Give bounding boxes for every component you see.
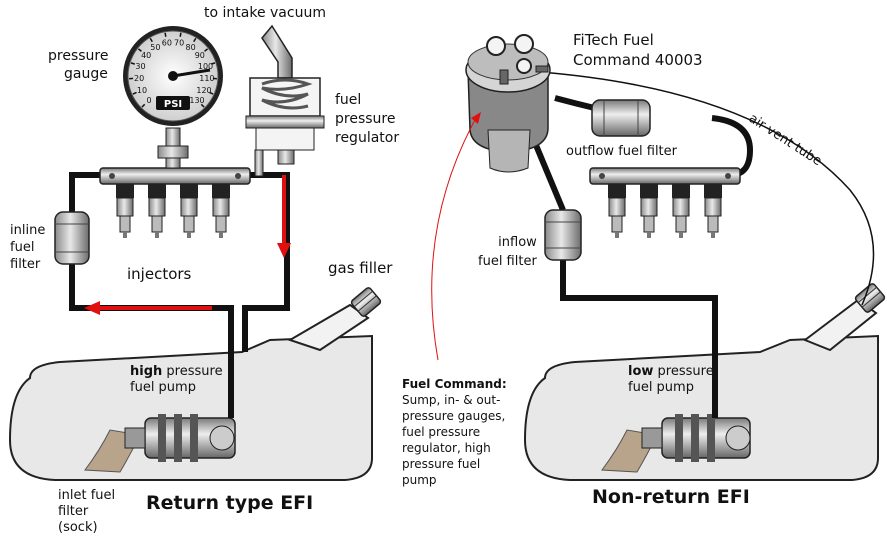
gauge-tick-mark: [137, 48, 142, 52]
fuel-command-pointer: [431, 117, 477, 361]
title-return-efi: Return type EFI: [146, 492, 314, 514]
label-fc-line1: Sump, in- & out-: [402, 393, 501, 407]
fuel-rail-left: [99, 167, 251, 185]
label-inline-line2: fuel: [10, 240, 35, 255]
gauge-tick-mark: [130, 62, 136, 65]
gauge-tick-20: 20: [134, 74, 144, 83]
label-fc-line4: regulator, high: [402, 441, 491, 455]
gauge-tick-90: 90: [195, 51, 205, 60]
label-outflow-fuel-filter: outflow fuel filter: [566, 144, 677, 159]
label-inlet-fuel-filter: inlet fuel filter (sock): [58, 488, 115, 536]
gauge-tick-30: 30: [135, 62, 145, 71]
gauge-tick-mark: [210, 62, 216, 65]
gauge-unit-label: PSI: [164, 99, 182, 110]
fitech-fuel-command-unit: [465, 34, 551, 173]
gauge-tick-110: 110: [199, 74, 214, 83]
label-fuel-command-note: Fuel Command: Sump, in- & out- pressure …: [402, 376, 507, 488]
gas-filler-neck-right: [802, 298, 878, 352]
label-low-pressure-line2: fuel pump: [628, 380, 694, 395]
label-inflow-fuel-filter: inflow fuel filter: [478, 233, 537, 271]
gauge-tick-0: 0: [146, 96, 151, 105]
title-non-return-efi: Non-return EFI: [592, 486, 750, 508]
gauge-tick-130: 130: [189, 96, 204, 105]
label-high-pressure-rest: pressure: [162, 364, 223, 379]
label-inlet-line1: inlet fuel: [58, 488, 116, 503]
fitech-gauge-2: [514, 34, 534, 54]
gauge-tick-mark: [200, 103, 205, 108]
gauge-tick-mark: [204, 48, 209, 52]
label-fpr-line1: fuel: [335, 92, 362, 108]
gauge-tick-10: 10: [137, 86, 147, 95]
fuel-tank-left: [8, 334, 373, 481]
fuel-tank-right: [523, 334, 879, 481]
gauge-tick-mark: [179, 32, 182, 37]
label-fc-line2: pressure gauges,: [402, 409, 506, 423]
injectors-left: [116, 184, 230, 238]
inline-fuel-filter: [54, 211, 90, 265]
fuel-rail-right: [589, 167, 741, 185]
label-pressure-gauge: pressure gauge: [48, 47, 108, 83]
label-low-pressure-pump: low pressure fuel pump: [628, 364, 714, 396]
label-fc-line3: fuel pressure: [402, 425, 481, 439]
label-high-pressure-bold: high: [130, 364, 163, 379]
label-to-intake-vacuum: to intake vacuum: [204, 5, 326, 21]
gauge-tick-100: 100: [198, 62, 213, 71]
label-gas-filler: gas filler: [328, 259, 393, 277]
label-fitech: FiTech Fuel Command 40003: [573, 30, 703, 70]
label-fuel-command-bold: Fuel Command:: [402, 377, 507, 391]
gauge-needle: [172, 68, 211, 78]
gauge-tick-mark: [132, 91, 137, 95]
label-fc-line5: pressure fuel: [402, 457, 481, 471]
label-fc-line6: pump: [402, 473, 437, 487]
label-inline-line3: filter: [10, 257, 41, 272]
injectors-right: [608, 184, 722, 238]
gas-filler-neck: [287, 303, 370, 352]
outflow-fuel-filter: [591, 99, 651, 137]
gas-filler-cap-right: [854, 283, 886, 313]
high-pressure-pump: [124, 414, 236, 462]
inflow-fuel-filter: [544, 209, 582, 261]
gauge-tick-70: 70: [174, 39, 184, 48]
gauge-tick-60: 60: [162, 39, 172, 48]
gauge-tick-mark: [193, 37, 197, 43]
label-fuel-pressure-regulator: fuel pressure regulator: [335, 91, 399, 148]
fitech-gauge-1: [486, 36, 506, 56]
label-inflow-line2: fuel filter: [478, 254, 537, 269]
non-return-efi-system: [431, 34, 886, 481]
gauge-tick-80: 80: [186, 43, 196, 52]
gas-filler-cap: [350, 287, 382, 317]
gauge-tick-mark: [141, 103, 146, 108]
fitech-gauge-3: [516, 58, 532, 74]
air-vent-tube: [539, 71, 875, 306]
label-inline-line1: inline: [10, 223, 46, 238]
gauge-tick-mark: [164, 32, 167, 37]
label-inline-fuel-filter: inline fuel filter: [10, 222, 45, 273]
gauge-tick-120: 120: [196, 86, 211, 95]
label-fitech-line1: FiTech Fuel: [573, 31, 654, 49]
label-injectors: injectors: [127, 265, 192, 283]
gauge-tick-50: 50: [150, 43, 160, 52]
gauge-tick-40: 40: [141, 51, 151, 60]
label-high-pressure-pump: high pressure fuel pump: [130, 364, 223, 396]
gauge-tick-mark: [209, 91, 214, 95]
label-low-pressure-bold: low: [628, 364, 654, 379]
label-low-pressure-rest: pressure: [653, 364, 714, 379]
label-pressure-gauge-line2: gauge: [64, 66, 108, 82]
label-fpr-line2: pressure: [335, 111, 396, 127]
label-fpr-line3: regulator: [335, 130, 400, 146]
label-high-pressure-line2: fuel pump: [130, 380, 196, 395]
low-pressure-pump: [641, 414, 751, 462]
fuel-pressure-regulator: [245, 24, 325, 177]
gauge-tick-mark: [149, 37, 153, 43]
label-fitech-line2: Command 40003: [573, 51, 703, 69]
label-inlet-line2: filter: [58, 504, 89, 519]
return-flow-arrows: [84, 175, 291, 315]
label-inlet-line3: (sock): [58, 520, 98, 535]
label-inflow-line1: inflow: [498, 235, 537, 250]
label-pressure-gauge-line1: pressure: [48, 48, 109, 64]
